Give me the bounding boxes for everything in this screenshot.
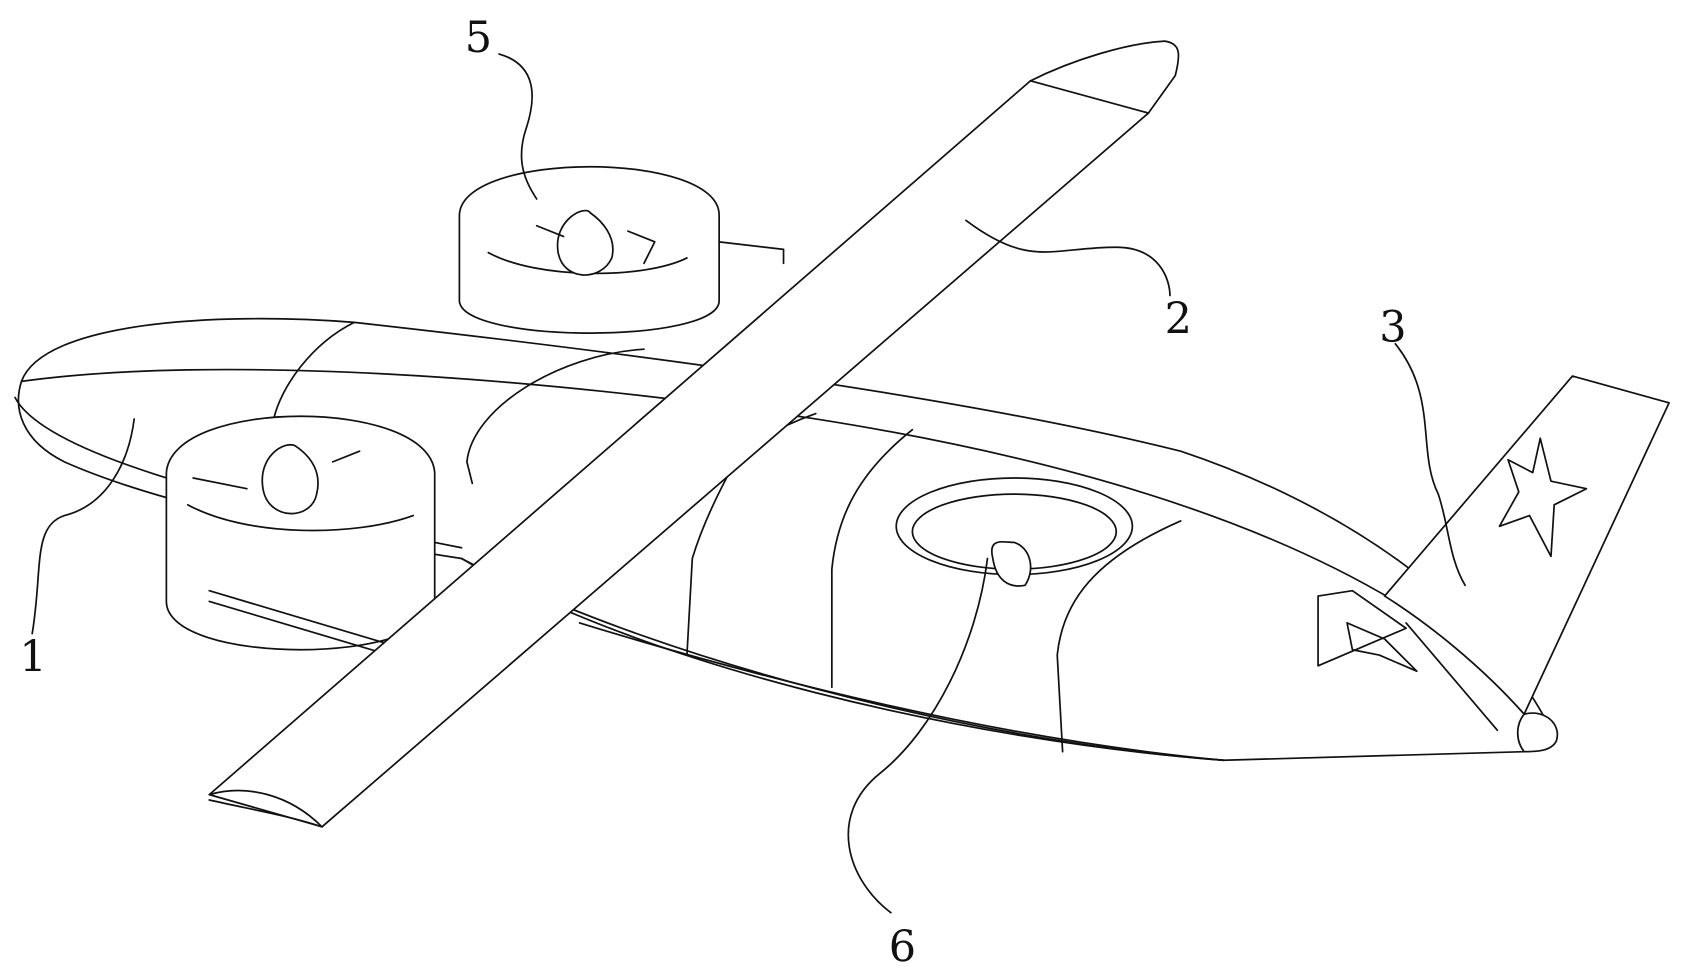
label-6: 6: [889, 922, 916, 971]
label-5: 5: [465, 13, 492, 63]
rear-lift-fan: [459, 167, 783, 333]
label-3: 3: [1379, 303, 1406, 353]
label-2: 2: [1165, 294, 1192, 344]
label-1: 1: [19, 632, 46, 682]
